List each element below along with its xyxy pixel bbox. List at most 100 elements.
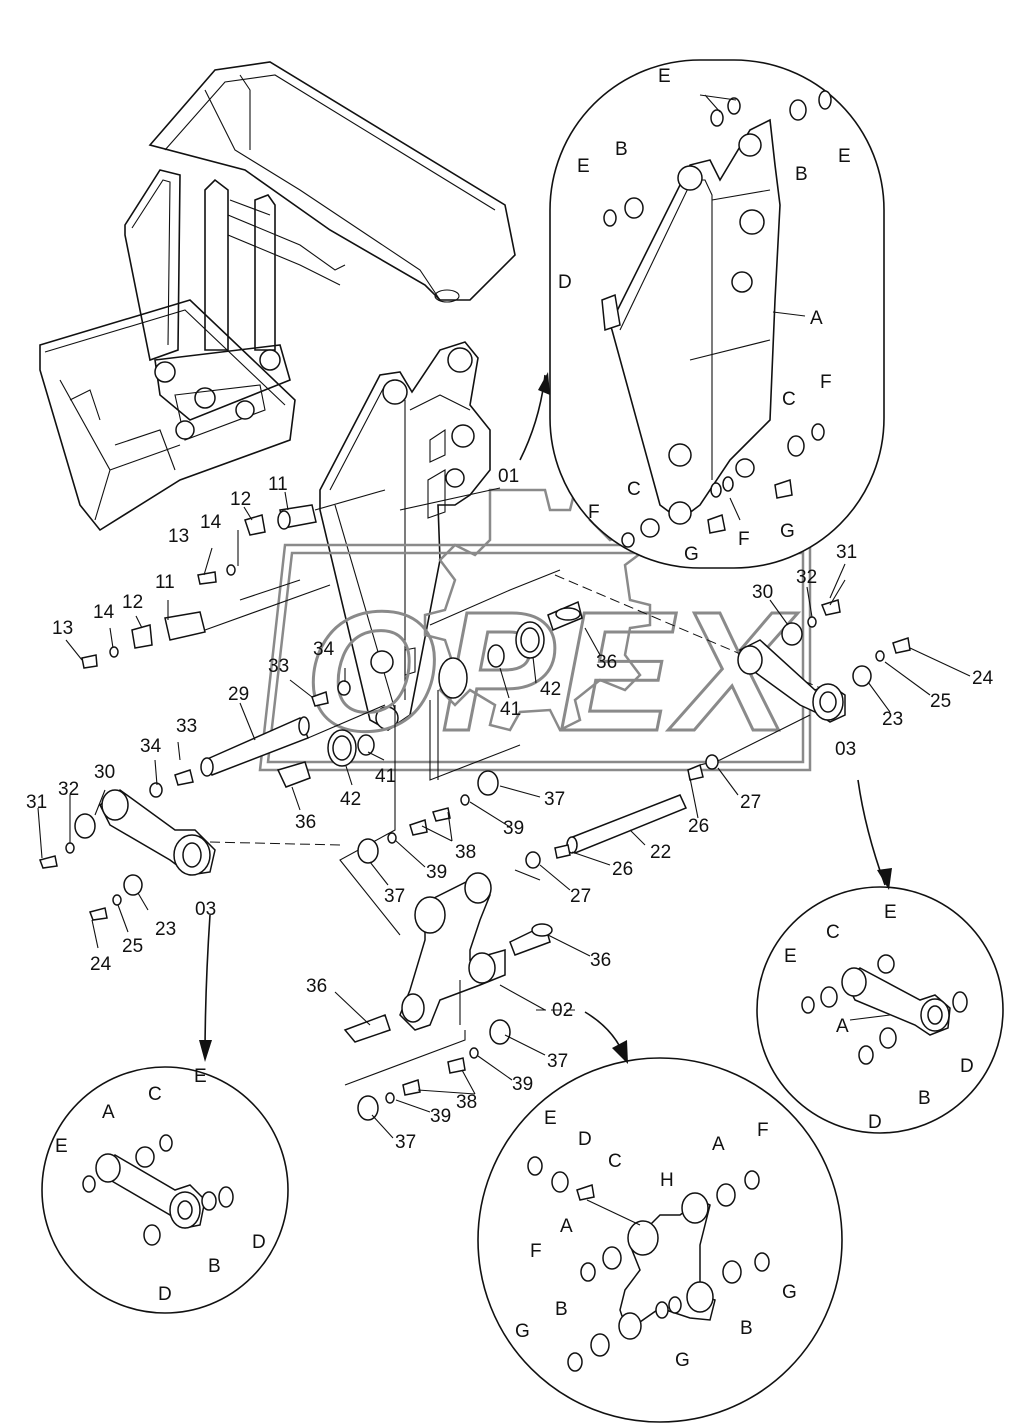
detail-bubble-boom-01: E E B E B D A C F C F G G F <box>519 59 885 569</box>
detail-label: B <box>795 164 808 185</box>
detail-label: A <box>102 1102 115 1123</box>
part-callout: 26 <box>612 859 633 880</box>
part-callout: 23 <box>882 709 903 730</box>
detail-label: G <box>684 544 699 565</box>
part-callout: 39 <box>503 818 524 839</box>
part-callout: 03 <box>835 739 856 760</box>
part-callout: 02 <box>552 1000 573 1021</box>
detail-label: B <box>555 1299 568 1320</box>
part-callout: 30 <box>752 582 773 603</box>
detail-label: G <box>675 1350 690 1371</box>
detail-label: C <box>782 389 796 410</box>
detail-label: E <box>55 1136 68 1157</box>
part-callout: 42 <box>540 679 561 700</box>
part-callout: 24 <box>90 954 112 975</box>
part-callout: 39 <box>426 862 447 883</box>
detail-bubble-link-03-right: E C E A D B D <box>756 779 1004 1134</box>
link-02-assembly <box>343 754 719 1121</box>
detail-label: D <box>960 1056 974 1077</box>
part-callout: 14 <box>93 602 115 623</box>
part-callout: 33 <box>268 656 289 677</box>
part-callout: 36 <box>306 976 327 997</box>
detail-label: A <box>712 1134 725 1155</box>
part-callout: 27 <box>570 886 591 907</box>
part-callout: 14 <box>200 512 222 533</box>
detail-label: G <box>780 521 795 542</box>
part-callout: 11 <box>155 572 175 593</box>
part-callout: 13 <box>52 618 73 639</box>
part-callout: 23 <box>155 919 176 940</box>
detail-label: B <box>918 1088 931 1109</box>
detail-label: E <box>577 156 590 177</box>
part-callout: 01 <box>498 466 519 487</box>
part-callout: 36 <box>590 950 611 971</box>
detail-label: E <box>658 66 671 87</box>
part-callout: 32 <box>58 779 79 800</box>
detail-label: D <box>252 1232 266 1253</box>
pin-stopper-parts <box>81 489 386 669</box>
part-callout: 37 <box>395 1132 416 1153</box>
detail-label: G <box>515 1321 530 1342</box>
detail-label: B <box>208 1256 221 1277</box>
watermark-text: OPEX <box>305 577 798 767</box>
detail-label: C <box>826 922 840 943</box>
part-callout: 24 <box>972 668 994 689</box>
detail-bubble-link-02: E D C A F H A F B G G B G <box>477 1011 843 1423</box>
part-callout: 29 <box>228 684 249 705</box>
part-callout: 32 <box>796 567 817 588</box>
part-callout: 31 <box>836 542 857 563</box>
part-callout: 34 <box>313 639 335 660</box>
detail-label: E <box>784 946 797 967</box>
detail-label: E <box>194 1066 207 1087</box>
detail-label: E <box>838 146 851 167</box>
detail-label: F <box>820 372 832 393</box>
detail-label: A <box>810 308 823 329</box>
part-callout: 34 <box>140 736 162 757</box>
detail-label: C <box>608 1151 622 1172</box>
part-callouts: 01 11 12 13 14 11 12 13 14 29 33 34 41 4… <box>26 466 994 1153</box>
detail-bubble-link-03-left: E C A E B D D <box>41 914 289 1314</box>
part-callout: 37 <box>547 1051 568 1072</box>
part-callout: 22 <box>650 842 671 863</box>
detail-label: A <box>836 1016 849 1037</box>
part-callout: 42 <box>340 789 361 810</box>
detail-label: C <box>627 479 641 500</box>
part-callout: 11 <box>268 474 288 495</box>
detail-label: F <box>738 529 750 550</box>
detail-label: F <box>530 1241 542 1262</box>
part-callout: 36 <box>295 812 316 833</box>
part-callout: 37 <box>544 789 565 810</box>
part-callout: 41 <box>500 699 521 720</box>
detail-label: F <box>588 502 600 523</box>
detail-label: E <box>884 902 897 923</box>
leader-lines <box>37 487 971 1139</box>
part-callout: 12 <box>230 489 251 510</box>
part-callout: 27 <box>740 792 761 813</box>
detail-label: D <box>158 1284 172 1305</box>
part-callout: 33 <box>176 716 197 737</box>
part-callout: 39 <box>430 1106 451 1127</box>
part-callout: 13 <box>168 526 189 547</box>
detail-label: D <box>578 1129 592 1150</box>
part-callout: 37 <box>384 886 405 907</box>
machine-body-illustration <box>39 61 516 532</box>
part-callout: 30 <box>94 762 115 783</box>
detail-label: B <box>615 139 628 160</box>
detail-label: D <box>868 1112 882 1133</box>
part-callout: 39 <box>512 1074 533 1095</box>
detail-label: C <box>148 1084 162 1105</box>
part-callout: 25 <box>122 936 143 957</box>
part-callout: 03 <box>195 899 216 920</box>
part-callout: 31 <box>26 792 47 813</box>
link-03-left <box>39 769 341 921</box>
part-callout: 41 <box>375 766 396 787</box>
part-callout: 38 <box>455 842 476 863</box>
detail-label: E <box>544 1108 557 1129</box>
boom-arm-01 <box>319 341 491 731</box>
detail-label: D <box>558 272 572 293</box>
link-03-right <box>699 579 911 766</box>
detail-label: G <box>782 1282 797 1303</box>
part-callout: 12 <box>122 592 143 613</box>
detail-label: B <box>740 1318 753 1339</box>
